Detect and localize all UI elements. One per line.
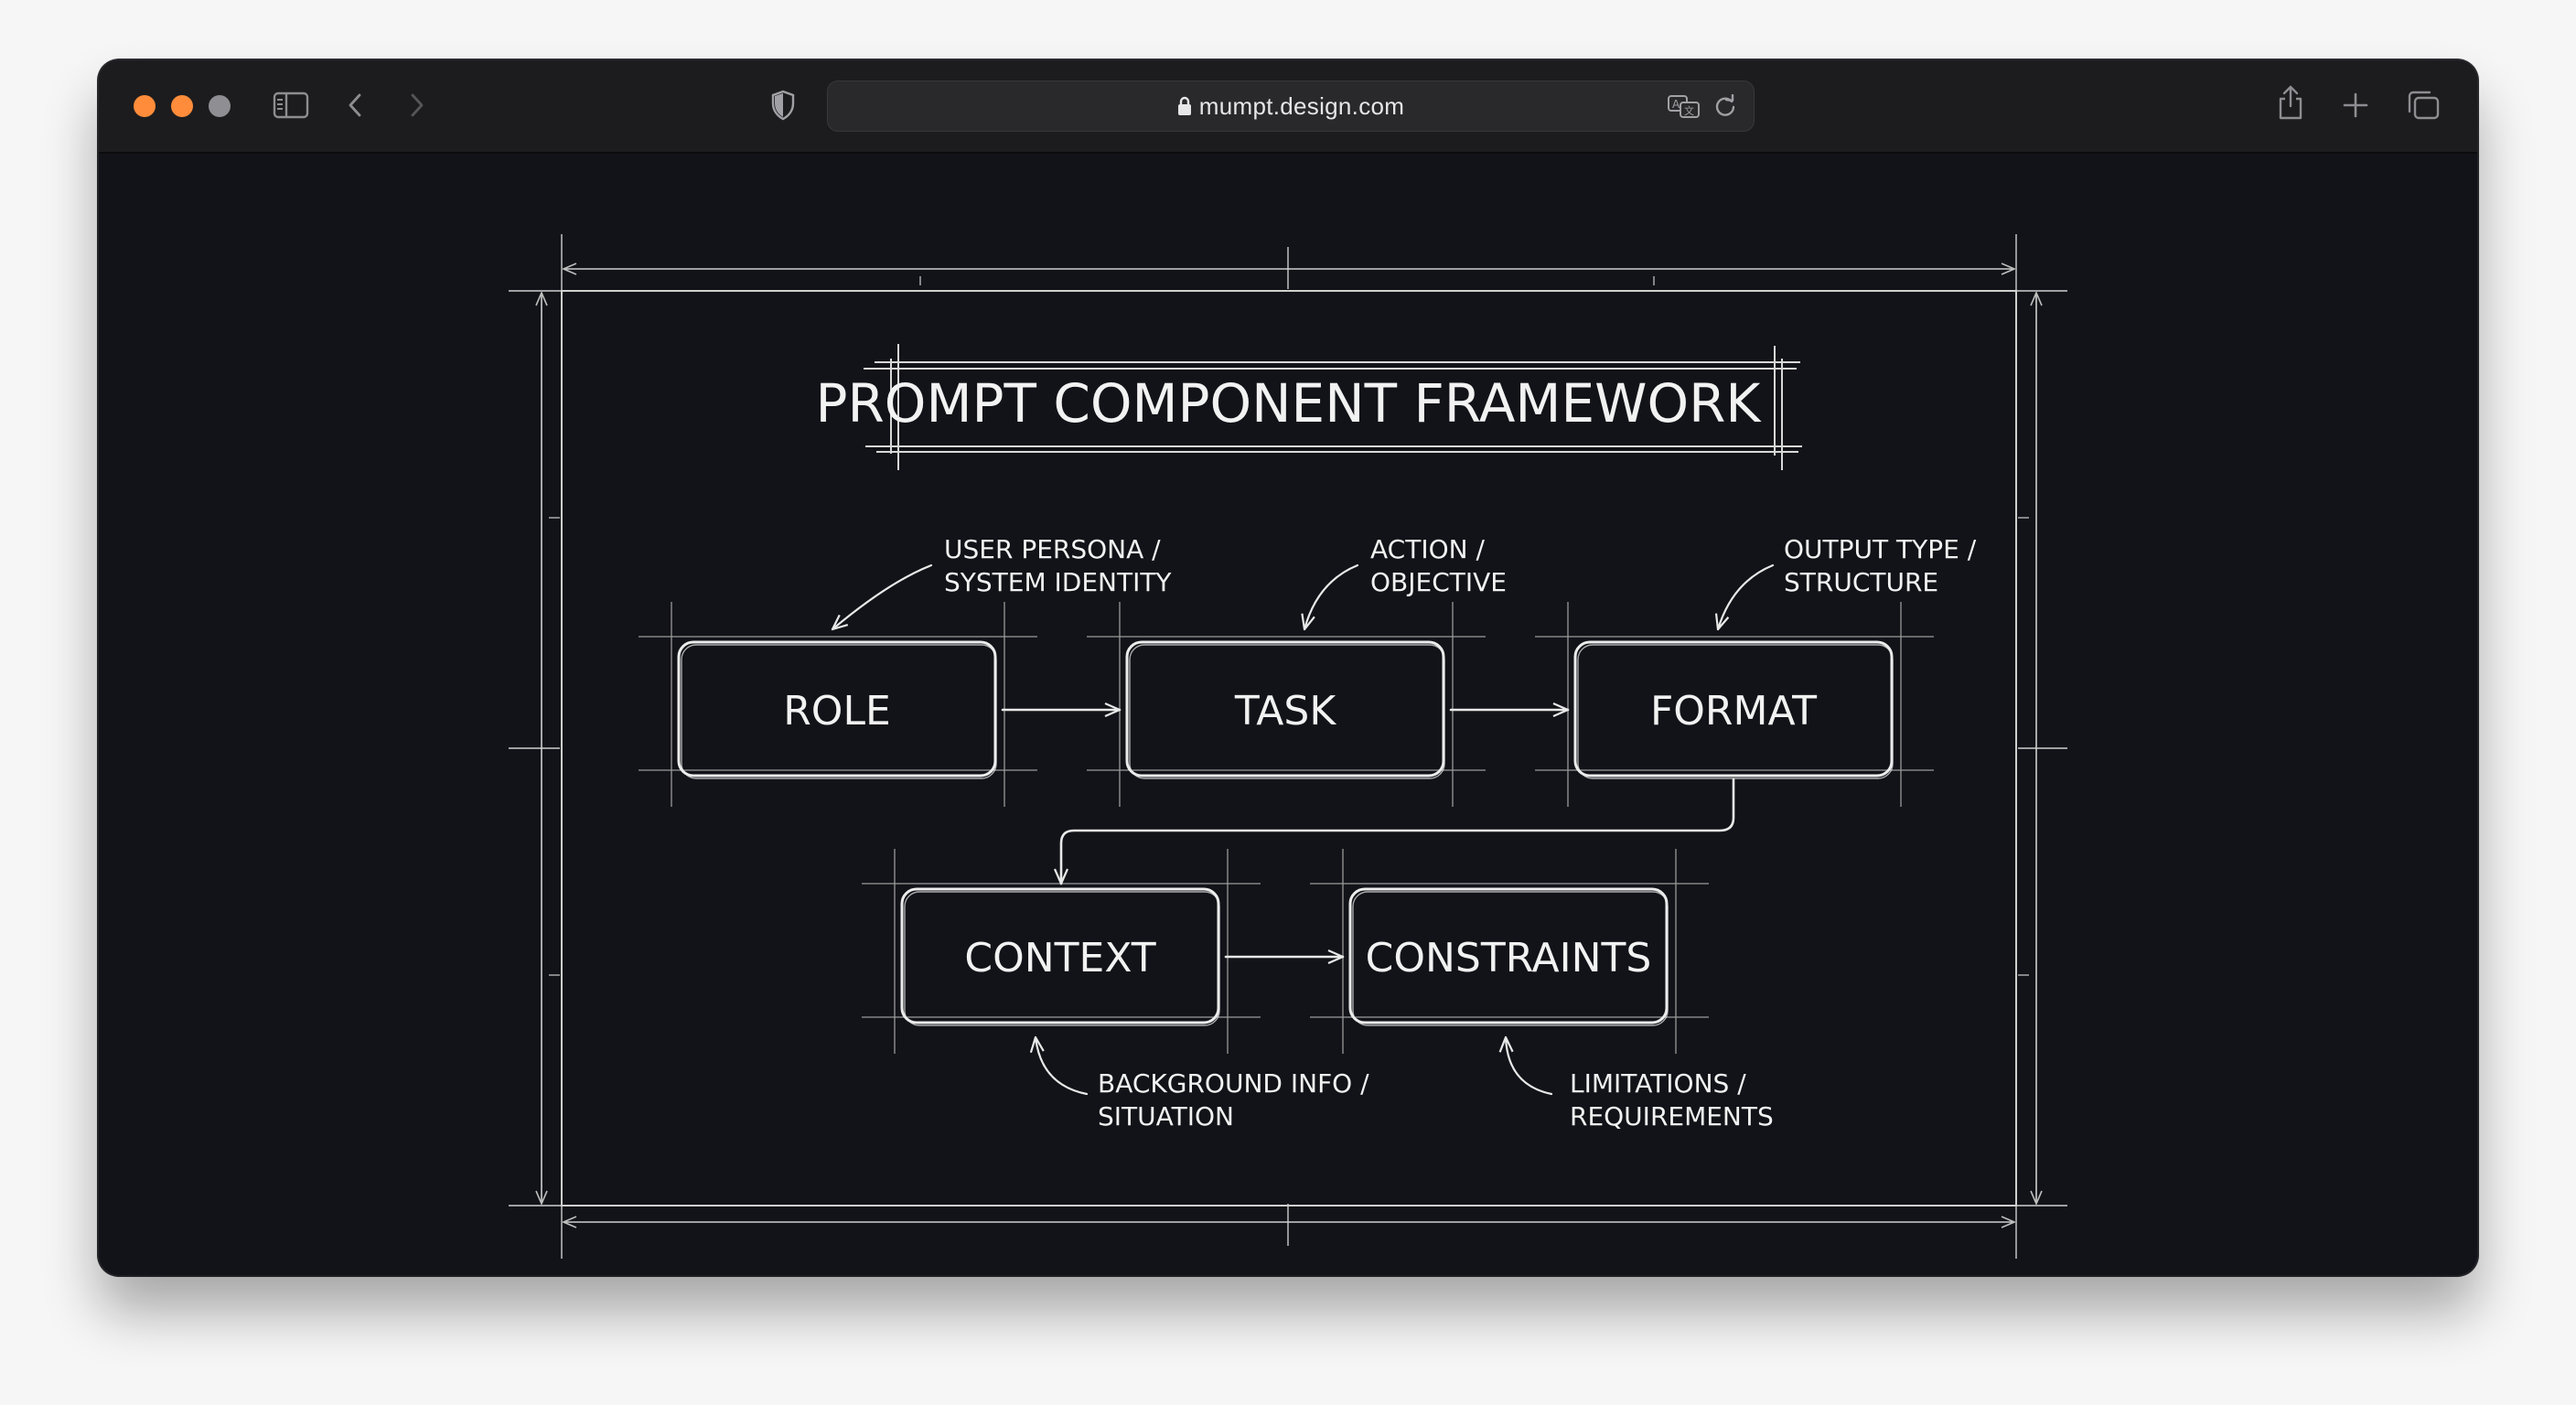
box-constraints-label: CONSTRAINTS [1366, 935, 1652, 981]
forward-icon[interactable] [408, 91, 426, 119]
zoom-window-button[interactable] [209, 95, 231, 117]
new-tab-icon[interactable] [2342, 91, 2369, 119]
box-context: CONTEXT [862, 849, 1261, 1054]
url-display[interactable]: mumpt.design.com [828, 81, 1754, 131]
box-format: FORMAT [1535, 602, 1934, 807]
blueprint-frame [509, 234, 2067, 1259]
annotation-task-line2: OBJECTIVE [1370, 567, 1507, 597]
svg-text:A: A [1672, 98, 1680, 111]
box-role-label: ROLE [783, 688, 891, 735]
box-constraints: CONSTRAINTS [1310, 849, 1709, 1054]
box-task-label: TASK [1234, 688, 1336, 735]
share-icon[interactable] [2276, 84, 2305, 121]
url-text: mumpt.design.com [1198, 92, 1405, 120]
arrow-format-to-context [1053, 778, 1735, 885]
sidebar-icon[interactable] [273, 91, 309, 119]
box-format-label: FORMAT [1650, 688, 1817, 735]
annotation-role-line2: SYSTEM IDENTITY [944, 567, 1172, 597]
svg-text:文: 文 [1684, 104, 1694, 117]
flow-arrows [1001, 702, 1735, 965]
annotation-arrows [831, 563, 1775, 1096]
annotation-context: BACKGROUND INFO / SITUATION [1098, 1068, 1369, 1132]
annotation-constraints-line1: LIMITATIONS / [1570, 1068, 1746, 1099]
close-window-button[interactable] [134, 95, 156, 117]
back-icon[interactable] [346, 91, 364, 119]
lock-icon [1177, 83, 1192, 133]
annotation-format-line1: OUTPUT TYPE / [1784, 534, 1977, 564]
annotation-role: USER PERSONA / SYSTEM IDENTITY [944, 534, 1172, 597]
minimize-window-button[interactable] [171, 95, 193, 117]
annotation-constraints-line2: REQUIREMENTS [1570, 1101, 1774, 1132]
diagram-title: PROMPT COMPONENT FRAMEWORK [816, 372, 1763, 434]
framework-diagram: PROMPT COMPONENT FRAMEWORK ROLE [509, 234, 2067, 1259]
annotation-constraints: LIMITATIONS / REQUIREMENTS [1570, 1068, 1774, 1132]
annotation-task-line1: ACTION / [1370, 534, 1485, 564]
annotation-format-line2: STRUCTURE [1784, 567, 1938, 597]
annotation-context-line2: SITUATION [1098, 1101, 1234, 1132]
reload-icon[interactable] [1713, 93, 1737, 123]
annotation-role-line1: USER PERSONA / [944, 534, 1161, 564]
annotation-format: OUTPUT TYPE / STRUCTURE [1784, 534, 1977, 597]
shield-icon[interactable] [770, 90, 796, 121]
title-block: PROMPT COMPONENT FRAMEWORK [816, 344, 1802, 470]
box-role: ROLE [639, 602, 1037, 807]
annotation-context-line1: BACKGROUND INFO / [1098, 1068, 1369, 1099]
tabs-overview-icon[interactable] [2406, 90, 2441, 121]
annotation-task: ACTION / OBJECTIVE [1370, 534, 1507, 597]
box-task: TASK [1087, 602, 1486, 807]
page-canvas: PROMPT COMPONENT FRAMEWORK ROLE [99, 152, 2477, 1275]
box-context-label: CONTEXT [964, 935, 1155, 981]
